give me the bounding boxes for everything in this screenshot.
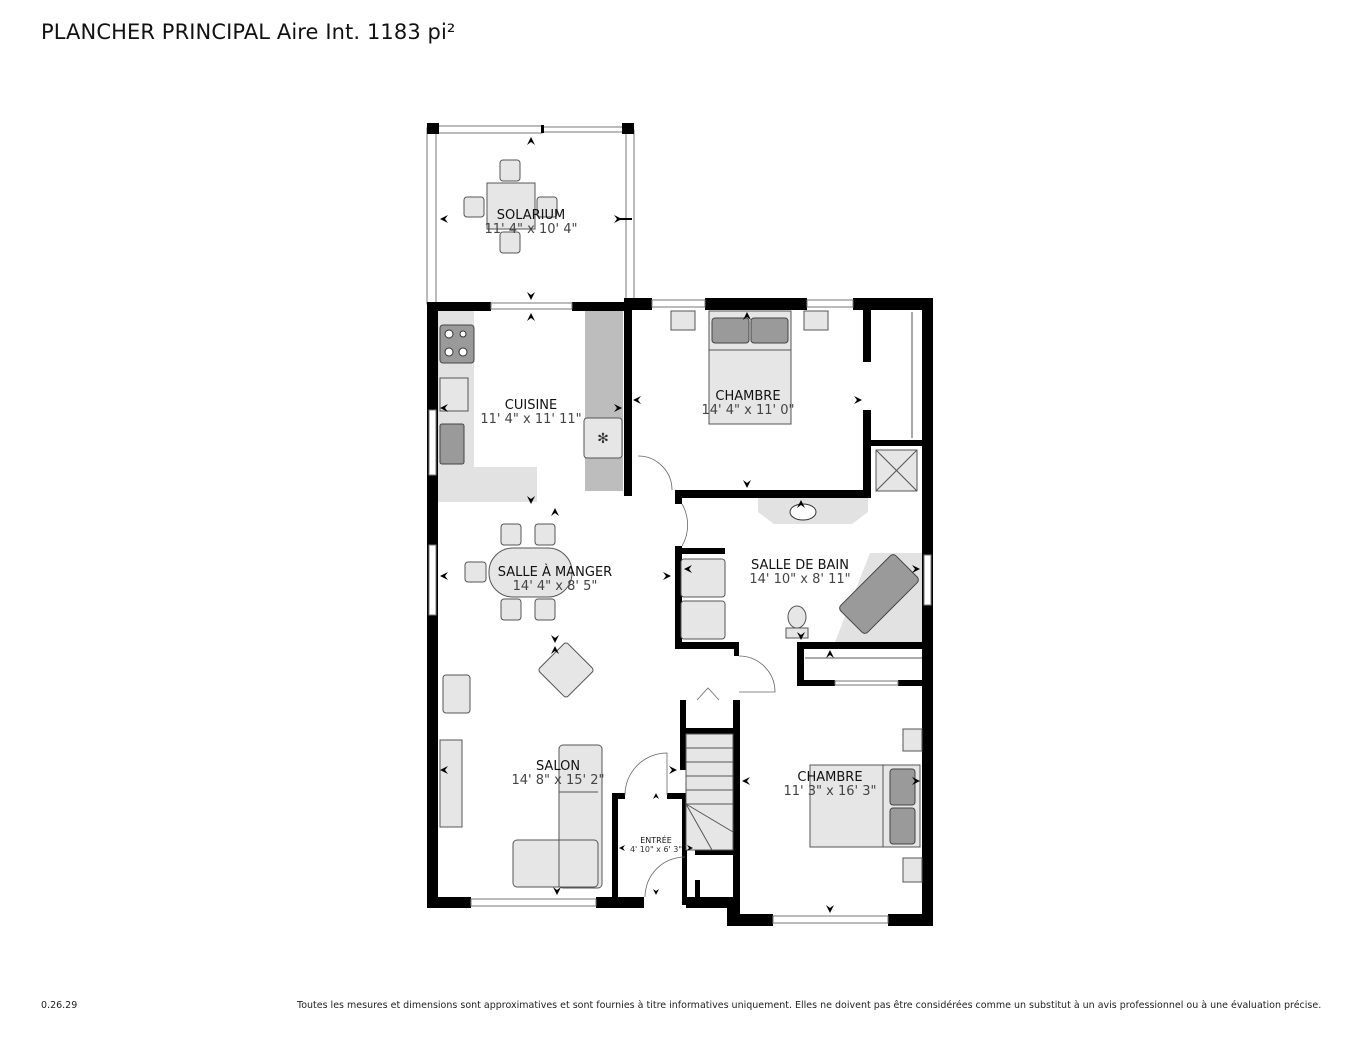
solarium-dining-table-icon xyxy=(463,159,558,254)
room-dims-chambre-1: 14' 4" x 11' 0" xyxy=(702,403,795,418)
living-room: SALON 14' 8" x 15' 2" xyxy=(439,739,605,889)
dining-table-icon xyxy=(464,523,573,621)
nightstand-icon xyxy=(902,857,923,883)
room-name-salle-a-manger: SALLE À MANGER xyxy=(498,564,612,580)
bathroom: SALLE DE BAIN 14' 10" x 8' 11" xyxy=(680,498,922,642)
room-dims-salle-a-manger: 14' 4" x 8' 5" xyxy=(513,579,598,594)
tv-console-icon xyxy=(439,739,463,828)
shower-icon xyxy=(875,449,918,492)
room-name-cuisine: CUISINE xyxy=(505,398,557,413)
side-table-icon xyxy=(442,674,471,714)
solarium-window-north xyxy=(431,125,543,134)
solarium-window-west xyxy=(426,127,437,305)
dining-room: SALLE À MANGER 14' 4" x 8' 5" xyxy=(442,523,612,714)
room-name-chambre-1: CHAMBRE xyxy=(715,389,780,404)
toilet-icon xyxy=(785,605,809,639)
washer-icon xyxy=(680,600,726,640)
door-swing-icon xyxy=(637,455,673,491)
sectional-sofa-icon xyxy=(512,744,603,889)
stove-icon xyxy=(439,324,475,364)
bed-icon xyxy=(809,764,921,848)
version-label: 0.26.29 xyxy=(41,1000,78,1011)
room-dims-solarium: 11' 4" x 10' 4" xyxy=(485,222,578,237)
nightstand-icon xyxy=(670,310,696,331)
room-dims-cuisine: 11' 4" x 11' 11" xyxy=(480,412,581,427)
svg-text:✻: ✻ xyxy=(597,431,609,447)
refrigerator-icon: ✻ xyxy=(583,417,623,459)
room-dims-salon: 14' 8" x 15' 2" xyxy=(512,773,605,788)
windows xyxy=(428,299,932,924)
floor-plan-title: PLANCHER PRINCIPAL Aire Int. 1183 pi² xyxy=(41,20,456,44)
door-swing-icon xyxy=(738,655,776,693)
room-dims-chambre-2: 11' 3" x 16' 3" xyxy=(784,784,877,799)
bed-icon xyxy=(708,310,792,425)
closet-door-icon xyxy=(696,687,720,701)
kitchen-room: ✻ CUISINE 11' 4" x 11' 11" xyxy=(438,311,623,502)
sink-icon xyxy=(439,423,465,465)
nightstand-icon xyxy=(902,728,923,752)
bedroom-1: CHAMBRE 14' 4" x 11' 0" xyxy=(637,310,918,492)
nightstand-icon xyxy=(803,310,829,331)
dryer-icon xyxy=(680,558,726,598)
room-dims-salle-de-bain: 14' 10" x 8' 11" xyxy=(749,572,850,587)
bathtub-icon xyxy=(839,554,919,634)
armchair-icon xyxy=(538,642,594,698)
dimension-arrows xyxy=(440,137,920,913)
room-name-chambre-2: CHAMBRE xyxy=(797,770,862,785)
solarium-sliding-door xyxy=(541,126,627,133)
staircase-icon xyxy=(685,733,734,851)
disclaimer-text: Toutes les mesures et dimensions sont ap… xyxy=(297,1000,1322,1011)
entry-room: ENTRÉE 4' 10" x 6' 3" xyxy=(624,733,734,898)
solarium-room: SOLARIUM 11' 4" x 10' 4" xyxy=(426,123,635,305)
bedroom-2: CHAMBRE 11' 3" x 16' 3" xyxy=(696,655,923,883)
door-swing-icon xyxy=(624,752,668,796)
solarium-window-east xyxy=(625,129,635,303)
room-dims-entree: 4' 10" x 6' 3" xyxy=(630,845,682,854)
room-name-salle-de-bain: SALLE DE BAIN xyxy=(751,558,849,573)
door-swing-icon xyxy=(681,503,688,547)
dishwasher-icon xyxy=(439,377,469,412)
room-name-entree: ENTRÉE xyxy=(640,834,672,845)
front-door-swing-icon xyxy=(644,856,686,898)
room-name-solarium: SOLARIUM xyxy=(497,208,566,223)
room-name-salon: SALON xyxy=(536,759,580,774)
